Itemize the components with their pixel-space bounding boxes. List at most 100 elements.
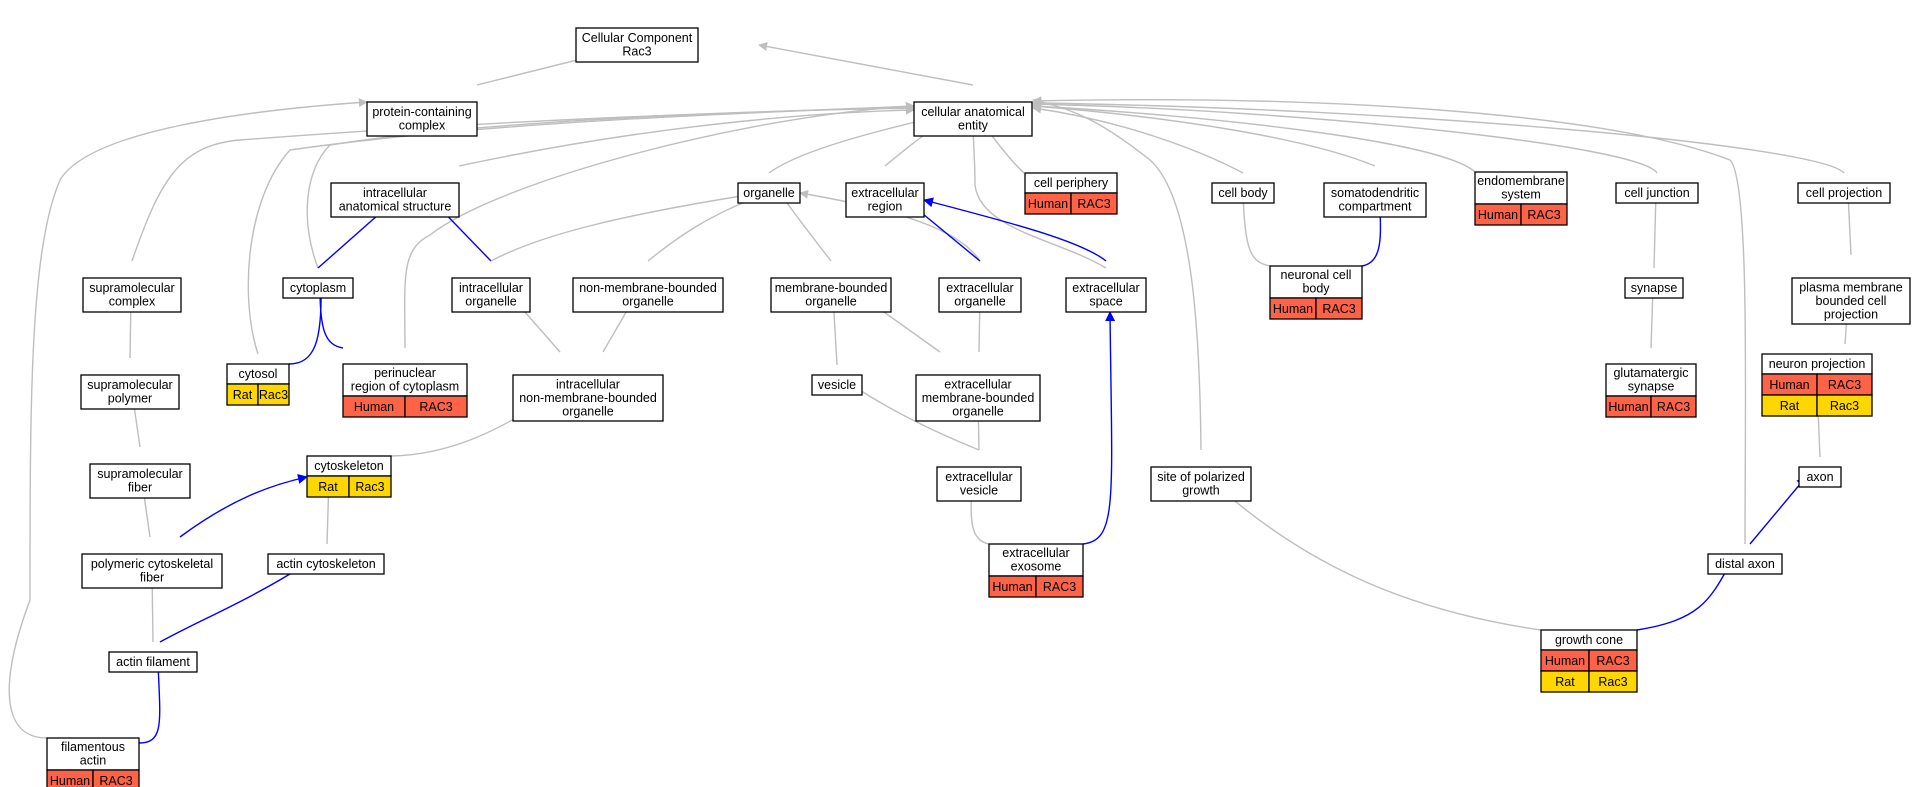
species-label: Human [1273, 302, 1313, 316]
edge-spg-to-cae [1032, 97, 1202, 451]
species-label: Rat [233, 388, 253, 402]
edge-exves-to-vesicle [851, 384, 980, 451]
node-label-line: Cellular Component [582, 31, 693, 45]
gene-label: RAC3 [419, 400, 452, 414]
edge-cproj-to-cae [1032, 98, 1845, 174]
node-label-line: system [1501, 188, 1541, 202]
node-box [1605, 363, 1697, 397]
node-label-line: body [1302, 282, 1330, 296]
node-label-line: cellular anatomical [921, 105, 1025, 119]
edge-gcone-to-daxon [1636, 563, 1731, 631]
node-cproj[interactable]: cell projection [1797, 182, 1891, 204]
gene-label: RAC3 [1657, 400, 1690, 414]
node-axon[interactable]: axon [1798, 466, 1842, 488]
node-box [108, 651, 198, 673]
node-label-line: somatodendritic [1331, 186, 1419, 200]
node-label-line: glutamatergic [1613, 366, 1688, 380]
node-label-line: intracellular [363, 186, 427, 200]
node-label-line: organelle [805, 295, 856, 309]
node-vesicle[interactable]: vesicle [811, 374, 863, 396]
node-box [845, 182, 925, 218]
node-label-line: organelle [562, 404, 613, 418]
node-box [1615, 182, 1699, 204]
node-cjunc[interactable]: cell junction [1615, 182, 1699, 204]
node-box [915, 374, 1041, 422]
node-label-line: organelle [952, 404, 1003, 418]
node-cyto[interactable]: cytoplasm [282, 277, 354, 299]
gene-label: Rac3 [1830, 399, 1859, 413]
node-box [737, 182, 801, 204]
node-label-line: polymeric cytoskeletal [91, 557, 213, 571]
node-label-line: actin cytoskeleton [276, 557, 375, 571]
node-label-line: fiber [140, 571, 164, 585]
node-label-line: entity [958, 119, 989, 133]
node-label-line: organelle [465, 295, 516, 309]
node-label-line: bounded cell [1816, 294, 1887, 308]
edge-daxon-to-axon [1749, 476, 1807, 545]
species-label: Rat [1555, 675, 1575, 689]
node-box [1624, 277, 1684, 299]
node-label-line: Rac3 [622, 45, 651, 59]
node-label-line: exosome [1011, 560, 1062, 574]
node-label-line: intracellular [556, 377, 620, 391]
node-box [770, 277, 892, 313]
node-label-line: cytosol [239, 367, 278, 381]
node-box [282, 277, 354, 299]
node-label-line: synapse [1628, 380, 1675, 394]
gene-cell [1816, 394, 1873, 417]
node-daxon[interactable]: distal axon [1707, 553, 1783, 575]
node-inmbo[interactable]: intracellularnon-membrane-boundedorganel… [512, 374, 664, 422]
gene-cell [348, 475, 392, 498]
node-label-line: extracellular [944, 377, 1011, 391]
node-label-line: supramolecular [97, 467, 182, 481]
gene-cell [404, 395, 468, 418]
node-label-line: extracellular [1072, 281, 1139, 295]
node-actcsk[interactable]: actin cytoskeleton [267, 553, 385, 575]
node-label-line: non-membrane-bounded [579, 281, 717, 295]
node-label-line: non-membrane-bounded [519, 391, 657, 405]
node-box [938, 277, 1022, 313]
node-label-line: projection [1824, 307, 1878, 321]
edge-cbody-to-cae [1032, 104, 1244, 174]
node-actfil[interactable]: actin filament [108, 651, 198, 673]
node-cbody[interactable]: cell body [1211, 182, 1275, 204]
node-syn[interactable]: synapse [1624, 277, 1684, 299]
gene-cell [1588, 670, 1638, 693]
gene-label: RAC3 [1322, 302, 1355, 316]
node-org[interactable]: organelle [737, 182, 801, 204]
node-label-line: growth [1182, 484, 1220, 498]
edge-cjunc-to-cae [1032, 99, 1658, 174]
node-label-line: endomembrane [1477, 174, 1565, 188]
edge-perinuc-to-cae [403, 101, 915, 349]
